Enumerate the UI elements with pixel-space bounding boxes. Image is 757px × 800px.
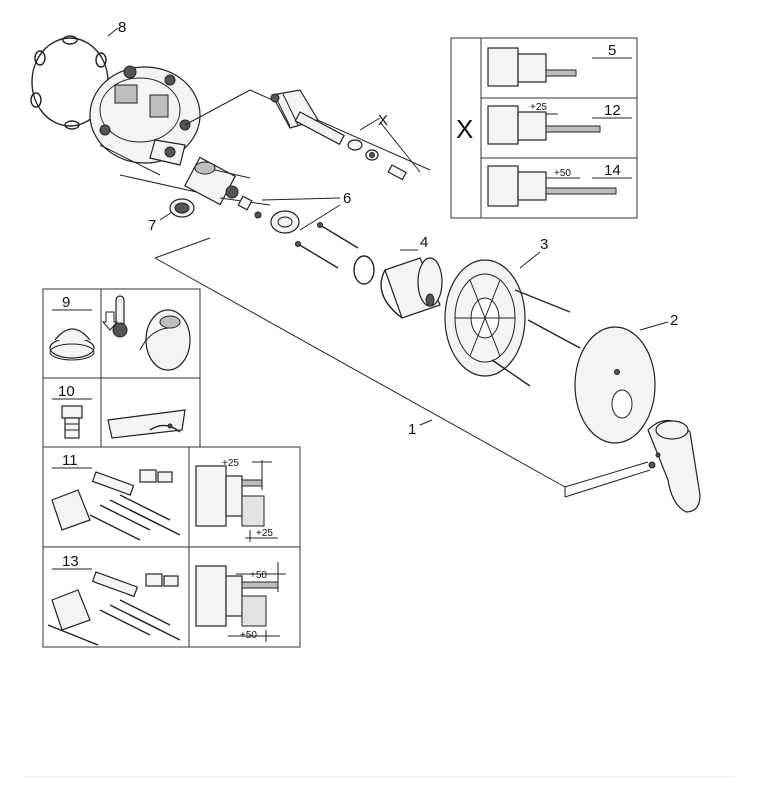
option-11-number: 11 <box>62 452 78 469</box>
option-13-dim-top: +50 <box>250 570 267 581</box>
callout-1: 1 <box>408 421 416 438</box>
option-11-dim-top: +25 <box>222 458 239 469</box>
part-7-flow-limiter <box>159 198 195 221</box>
option-13-section-drawing <box>195 562 286 642</box>
option-9-number: 9 <box>62 294 70 311</box>
inset-number-12: 12 <box>604 102 621 119</box>
callout-7: 7 <box>148 217 156 234</box>
footer-divider <box>24 776 734 777</box>
part-x-diverter-spindle <box>270 89 421 181</box>
option-9-thermostat-knob <box>49 328 95 361</box>
callout-8: 8 <box>118 19 126 36</box>
options-table <box>42 288 301 648</box>
part-6-screw-set <box>237 195 359 269</box>
option-13-kit-parts <box>47 571 181 646</box>
option-10-number: 10 <box>58 383 75 400</box>
part-4-extension-sleeve <box>353 249 443 319</box>
part-1-assembly-bracket <box>154 237 651 498</box>
lever-handle <box>647 419 701 513</box>
part-2-escutcheon-plate <box>574 321 669 444</box>
thermostatic-cartridge <box>184 156 271 206</box>
option-13-dim-bottom: +50 <box>240 630 257 641</box>
option-10-bathtub <box>107 409 186 439</box>
inset-x-extension-options: X 5 +25 12 +50 14 <box>450 37 638 219</box>
rough-in-valve-body <box>89 65 201 176</box>
option-11-section-drawing <box>195 460 278 542</box>
callout-6: 6 <box>343 190 351 207</box>
callout-2: 2 <box>670 312 678 329</box>
inset-x-letter: X <box>456 114 473 144</box>
callout-x: X <box>378 112 388 129</box>
callout-3: 3 <box>540 236 548 253</box>
option-11-kit-parts <box>51 469 181 541</box>
part-3-mounting-plate <box>444 251 581 387</box>
inset-dim-50: +50 <box>554 168 571 179</box>
option-10-diverter-cartridge <box>61 405 83 439</box>
option-13-number: 13 <box>62 553 79 570</box>
inset-dim-25: +25 <box>530 102 547 113</box>
option-9-handle <box>139 309 191 371</box>
option-11-dim-bottom: +25 <box>256 528 273 539</box>
inset-number-5: 5 <box>608 42 616 59</box>
inset-number-14: 14 <box>604 162 621 179</box>
callout-4: 4 <box>420 234 428 251</box>
thermometer-icon <box>101 295 128 338</box>
